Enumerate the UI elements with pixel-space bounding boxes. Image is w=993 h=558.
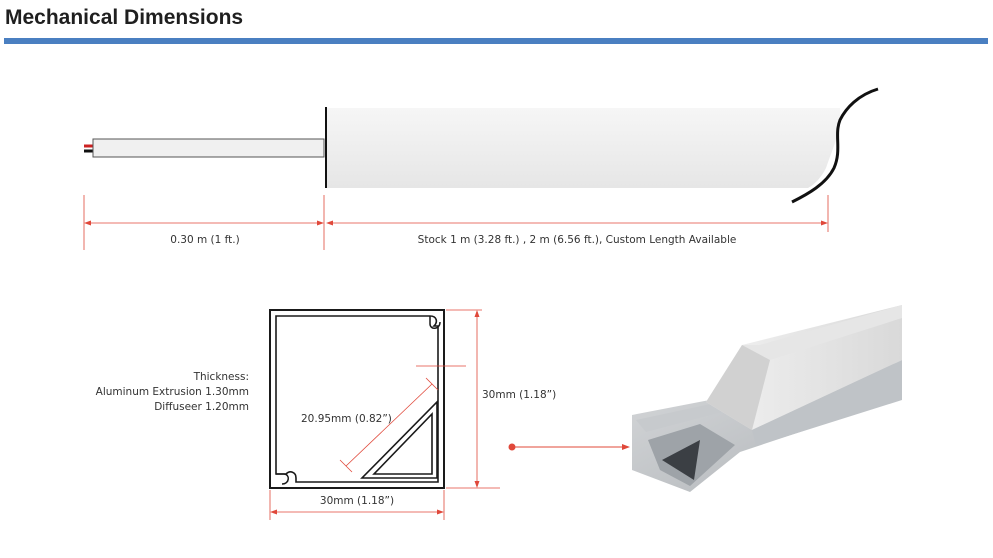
cable-length-label: 0.30 m (1 ft.) [170, 234, 239, 246]
side-view [84, 87, 879, 204]
bottom-left-clip [276, 473, 289, 485]
diagonal-label: 20.95mm (0.82”) [301, 413, 392, 425]
diffuser-thickness: Diffuseer 1.20mm [154, 401, 249, 413]
extrusion-outline [269, 309, 445, 489]
width-label: 30mm (1.18”) [320, 495, 394, 507]
profile-body [326, 108, 841, 188]
title-underline [4, 38, 988, 44]
extrusion-thickness: Aluminum Extrusion 1.30mm [96, 386, 249, 398]
page-title: Mechanical Dimensions [5, 6, 244, 29]
side-dimensions [83, 195, 829, 250]
diagonal-dimension [345, 383, 433, 467]
cross-section-dimensions [269, 309, 500, 520]
led-channel [360, 400, 438, 479]
pointer-arrow [508, 443, 630, 451]
height-label: 30mm (1.18”) [482, 389, 556, 401]
break-line [791, 87, 879, 204]
profile-length-label: Stock 1 m (3.28 ft.) , 2 m (6.56 ft.), C… [418, 234, 737, 246]
wire-leads [84, 144, 94, 153]
cross-section-profile [269, 309, 445, 489]
power-cable [92, 138, 325, 158]
channel-triangle [662, 440, 700, 480]
profile-3d-render [632, 305, 902, 492]
top-right-clip [429, 316, 441, 329]
thickness-heading: Thickness: [193, 371, 249, 383]
